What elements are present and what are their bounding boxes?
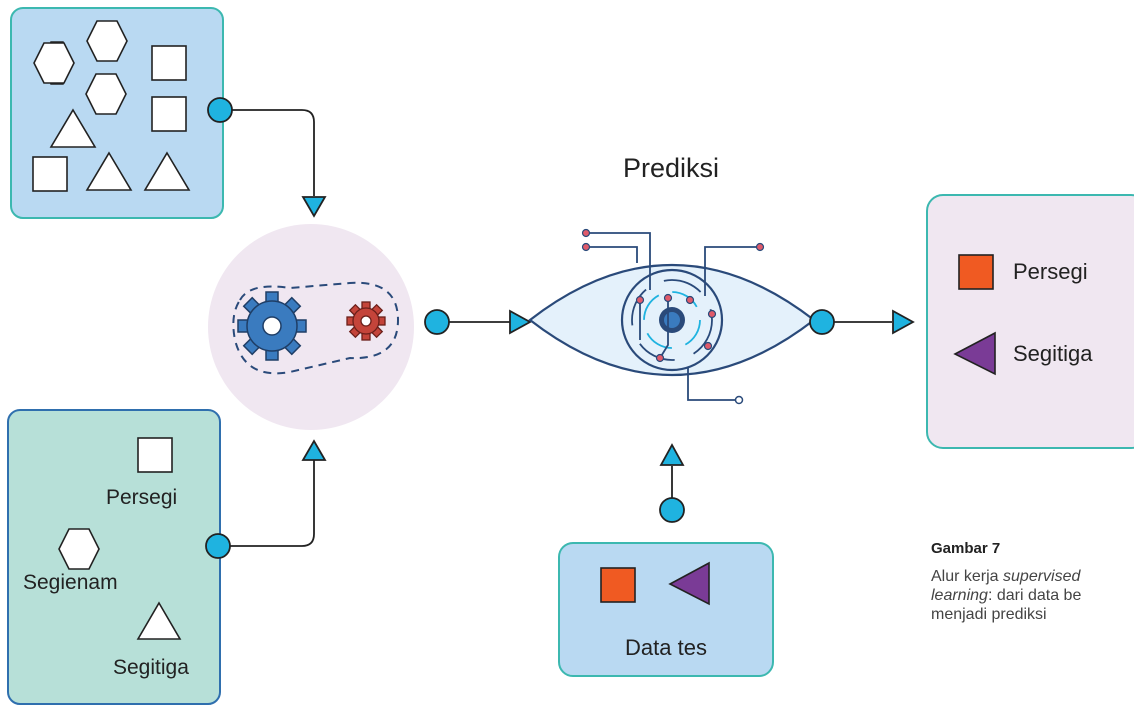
model-circle [208, 224, 414, 430]
connector-model-to-prediction [424, 309, 532, 335]
prediction-title: Prediksi [623, 153, 719, 183]
labeled-item-persegi: Persegi [106, 486, 177, 509]
caption-line-2: learning: dari data be [931, 586, 1134, 605]
result-item-persegi: Persegi [1013, 259, 1088, 284]
eye-icon [528, 228, 816, 405]
caption-emphasis: supervised [1003, 568, 1081, 585]
connector-test-to-prediction [659, 443, 685, 523]
connector-unlabeled-to-model [207, 97, 327, 218]
caption-text: : dari data be [987, 587, 1082, 604]
gear-small-icon [346, 301, 386, 341]
triangle-purple-shape [953, 331, 996, 376]
labeled-item-segienam: Segienam [23, 571, 118, 594]
caption-text: Alur kerja [931, 568, 1004, 585]
caption-line-3: menjadi prediksi [931, 606, 1047, 623]
result-box: Persegi Segitiga [926, 194, 1134, 449]
triangle-purple-shape [668, 561, 710, 606]
caption-emphasis: learning [931, 587, 988, 604]
figure-caption: Gambar 7 Alur kerja supervised learning:… [931, 540, 1134, 624]
square-shape [32, 156, 68, 192]
triangle-shape [143, 151, 191, 191]
triangle-shape [49, 108, 97, 148]
labeled-data-box: Persegi Segienam Segitiga [7, 409, 221, 705]
unlabeled-data-box [10, 7, 224, 219]
test-data-label: Data tes [625, 635, 707, 660]
labeled-item-segitiga: Segitiga [113, 656, 189, 679]
square-orange-shape [600, 567, 636, 603]
square-shape [137, 437, 173, 473]
square-shape [151, 96, 187, 132]
hexagon-shape [86, 20, 128, 62]
triangle-shape [136, 601, 182, 640]
connector-labeled-to-model [205, 439, 327, 559]
caption-title: Gambar 7 [931, 540, 1001, 557]
gear-large-icon [237, 291, 307, 361]
hexagon-shape [85, 73, 127, 115]
result-item-segitiga: Segitiga [1013, 341, 1093, 366]
belt-outline [232, 281, 400, 375]
caption-line-1: Alur kerja supervised [931, 567, 1134, 586]
square-orange-shape [958, 254, 994, 290]
test-data-box: Data tes [558, 542, 774, 677]
triangle-shape [85, 151, 133, 191]
connector-prediction-to-result [809, 309, 915, 335]
square-shape [151, 45, 187, 81]
hexagon-shape [58, 528, 100, 570]
hexagon-shape [33, 42, 75, 84]
